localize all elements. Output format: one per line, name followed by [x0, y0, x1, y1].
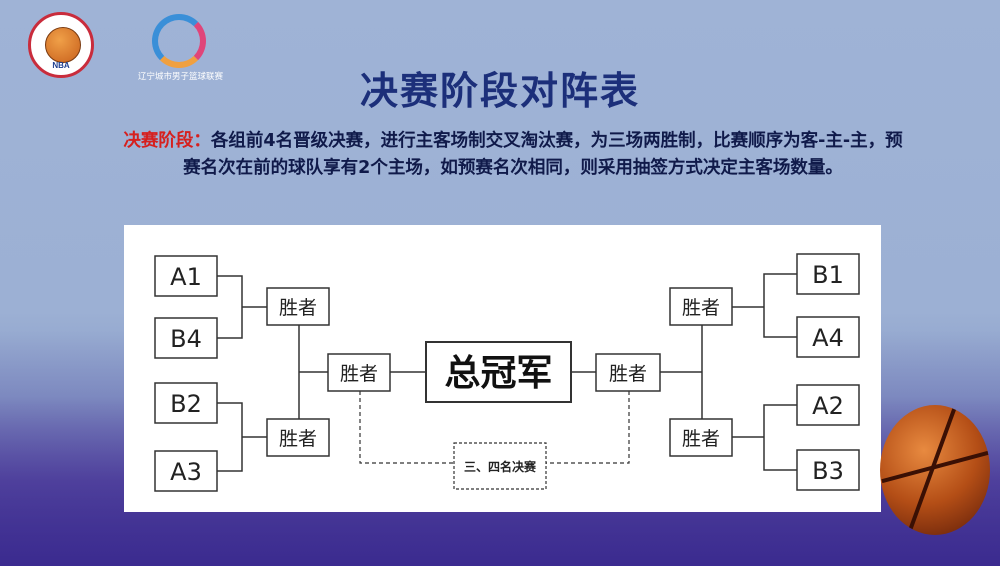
- winner-label: 胜者: [279, 297, 317, 319]
- right-semifinal-winner: 胜者: [595, 353, 661, 392]
- third-place-label: 三、四名决赛: [464, 459, 537, 474]
- page-title: 决赛阶段对阵表: [359, 69, 640, 113]
- seed-b1: B1: [796, 253, 860, 295]
- seed-b2: B2: [154, 382, 218, 424]
- seed-b3: B3: [796, 449, 860, 491]
- description-highlight: 决赛阶段：: [123, 131, 211, 151]
- seed-label: B4: [170, 325, 202, 353]
- winner-label: 胜者: [682, 297, 720, 319]
- champion-box: 总冠军: [425, 341, 572, 403]
- seed-label: B3: [812, 457, 844, 485]
- league-logo: NBA: [28, 12, 94, 78]
- right-winner-top: 胜者: [669, 287, 733, 326]
- winner-label: 胜者: [340, 363, 378, 385]
- city-league-caption: 辽宁城市男子篮球联赛: [138, 72, 224, 82]
- seed-label: B2: [170, 390, 202, 418]
- right-winner-bottom: 胜者: [669, 418, 733, 457]
- winner-label: 胜者: [279, 428, 317, 450]
- winner-label: 胜者: [609, 363, 647, 385]
- bracket-diagram: A1 B4 B2 A3 胜者 胜者 胜者 总冠军 胜者 胜者 胜者: [154, 253, 860, 492]
- swirl-icon: [152, 14, 206, 68]
- third-place-lines: [359, 391, 630, 464]
- bracket-lines: [217, 273, 797, 472]
- seed-label: A2: [812, 392, 844, 420]
- description: 决赛阶段：各组前4名晋级决赛，进行主客场制交叉淘汰赛，为三场两胜制，比赛顺序为客…: [118, 128, 908, 182]
- seed-label: B1: [812, 261, 844, 289]
- left-winner-bottom: 胜者: [266, 418, 330, 457]
- seed-label: A1: [170, 263, 202, 291]
- city-league-logo: 辽宁城市男子篮球联赛: [138, 12, 238, 84]
- bracket-panel: A1 B4 B2 A3 胜者 胜者 胜者 总冠军 胜者 胜者 胜者: [124, 225, 881, 512]
- right-seeds: B1 A4 A2 B3: [796, 253, 860, 491]
- seed-b4: B4: [154, 317, 218, 359]
- third-place-box: 三、四名决赛: [453, 442, 547, 490]
- league-logo-text: NBA: [52, 61, 70, 70]
- basketball-decoration-icon: [880, 405, 990, 535]
- seed-a1: A1: [154, 255, 218, 297]
- description-body: 各组前4名晋级决赛，进行主客场制交叉淘汰赛，为三场两胜制，比赛顺序为客-主-主，…: [183, 131, 903, 178]
- winner-label: 胜者: [682, 428, 720, 450]
- champion-label: 总冠军: [444, 353, 552, 394]
- seed-label: A4: [812, 324, 844, 352]
- left-seeds: A1 B4 B2 A3: [154, 255, 218, 492]
- left-semifinal-winner: 胜者: [327, 353, 391, 392]
- basketball-icon: [45, 27, 81, 63]
- seed-a2: A2: [796, 384, 860, 426]
- seed-a4: A4: [796, 316, 860, 358]
- seed-label: A3: [170, 458, 202, 486]
- left-winner-top: 胜者: [266, 287, 330, 326]
- seed-a3: A3: [154, 450, 218, 492]
